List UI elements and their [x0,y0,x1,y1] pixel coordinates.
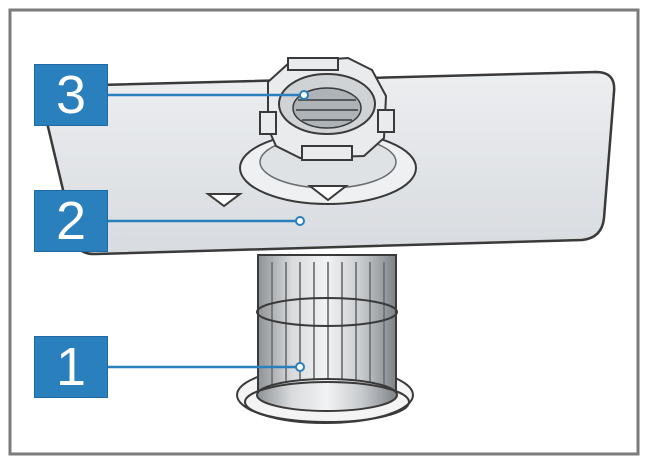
callout-2: 2 [34,190,108,252]
callout-3: 3 [34,64,108,126]
callout-1: 1 [34,336,108,398]
micro-filter-icon [236,254,414,424]
coarse-filter-icon [259,56,395,161]
